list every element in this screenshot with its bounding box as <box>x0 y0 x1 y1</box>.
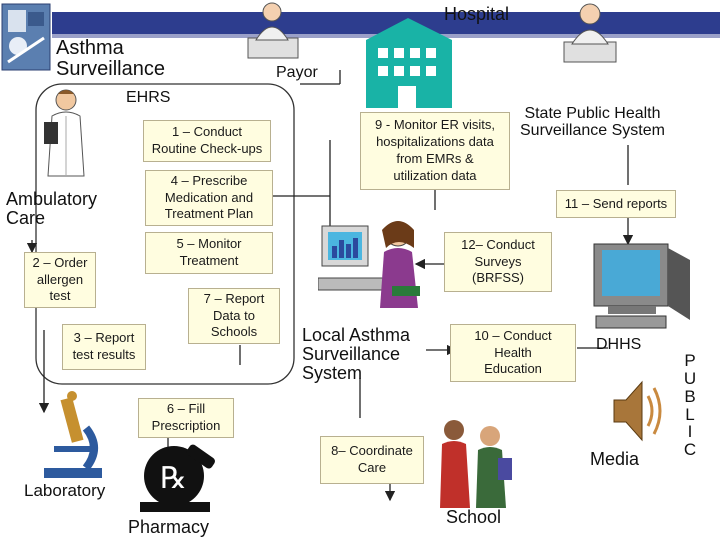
ehrs-label: EHRS <box>126 89 171 106</box>
step-9-box: 9 - Monitor ER visits, hospitalizations … <box>360 112 510 190</box>
step-11-box: 11 – Send reports <box>556 190 676 218</box>
school-label: School <box>446 507 502 527</box>
students-icon <box>440 420 512 508</box>
step-6-box: 6 – Fill Prescription <box>138 398 234 438</box>
clerk-icon-2 <box>563 3 617 63</box>
dhhs-label: DHHS <box>596 336 642 353</box>
doctor-icon <box>44 89 85 177</box>
pharmacy-label: Pharmacy <box>128 517 210 537</box>
computer-monitor-icon <box>593 243 690 329</box>
ehrs-frame <box>35 83 295 385</box>
step-3-box: 3 – Report test results <box>62 324 146 370</box>
local-asthma-system-label: Local Asthma Surveillance System <box>302 325 411 383</box>
clerk-icon <box>247 2 299 59</box>
public-label: P U B L I C <box>683 351 697 460</box>
speaker-icon <box>613 380 662 442</box>
step-4-box: 4 – Prescribe Medication and Treatment P… <box>145 170 273 226</box>
svg-text:℞: ℞ <box>160 462 187 495</box>
hospital-building-icon <box>366 18 452 108</box>
title-banner <box>52 12 720 34</box>
ambulatory-care-label: Ambulatory Care <box>6 189 98 228</box>
step-2-box: 2 – Order allergen test <box>24 252 96 308</box>
step-5-box: 5 – Monitor Treatment <box>145 232 273 274</box>
microscope-icon <box>44 391 102 478</box>
payor-label: Payor <box>276 64 318 81</box>
step-10-box: 10 – Conduct Health Education <box>450 324 576 382</box>
media-label: Media <box>590 449 640 469</box>
computer-worker-icon <box>318 221 420 308</box>
asthma-logo-icon <box>1 3 51 71</box>
state-public-health-label: State Public Health Surveillance System <box>520 105 665 139</box>
hospital-label: Hospital <box>444 4 510 24</box>
laboratory-label: Laboratory <box>24 481 106 500</box>
pharmacy-rx-icon: ℞ <box>140 444 215 512</box>
step-8-box: 8– Coordinate Care <box>320 436 424 484</box>
diagram-title: Asthma Surveillance <box>56 37 165 80</box>
step-7-box: 7 – Report Data to Schools <box>188 288 280 344</box>
step-1-box: 1 – Conduct Routine Check-ups <box>143 120 271 162</box>
step-12-box: 12– Conduct Surveys (BRFSS) <box>444 232 552 292</box>
